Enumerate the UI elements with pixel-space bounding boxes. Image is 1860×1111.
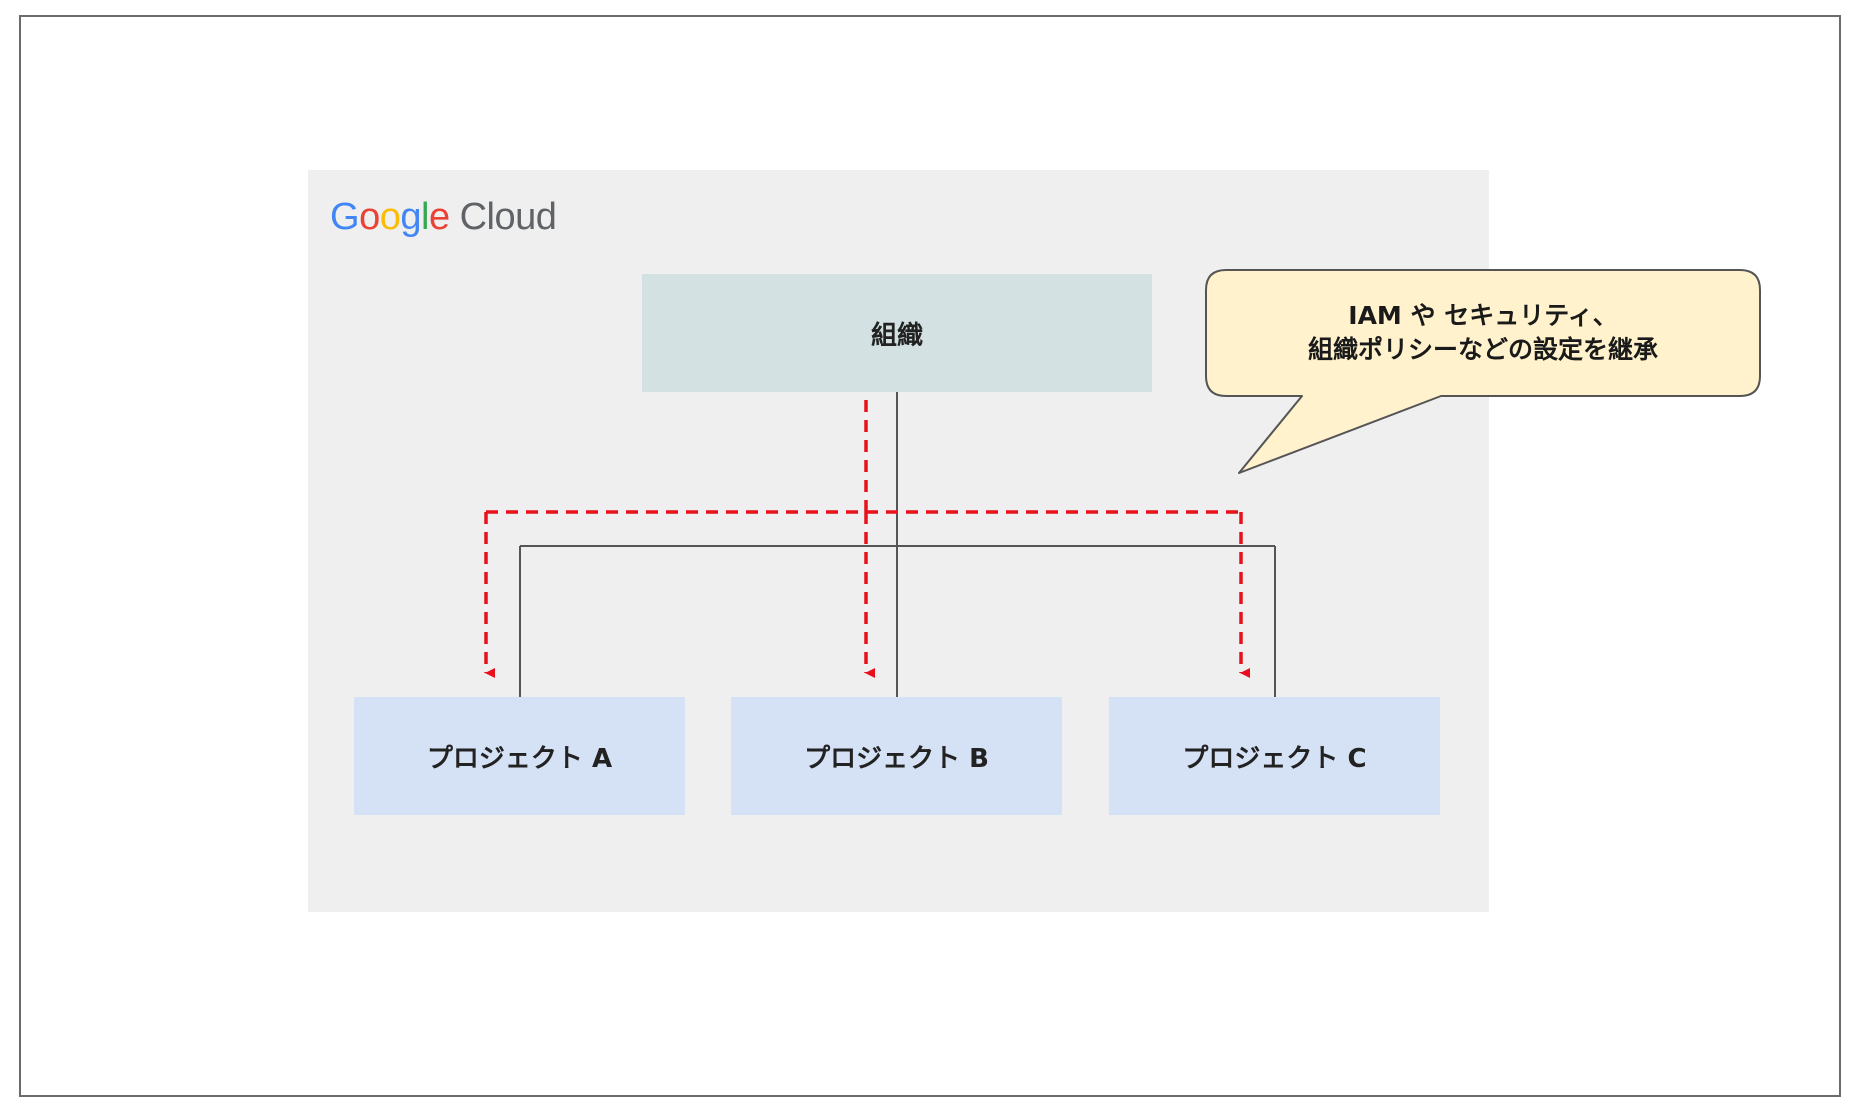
organization-label: 組織 <box>870 320 923 351</box>
project-a-label: プロジェクト A <box>426 743 613 774</box>
logo-letter: o <box>379 195 401 238</box>
project-b-node: プロジェクト B <box>731 697 1062 815</box>
organization-node: 組織 <box>642 274 1152 392</box>
project-a-node: プロジェクト A <box>354 697 685 815</box>
logo-letter: o <box>359 195 380 238</box>
logo-letter: g <box>400 195 421 238</box>
logo-letter: e <box>428 195 450 238</box>
callout-line-2: 組織ポリシーなどの設定を継承 <box>1307 334 1658 364</box>
project-c-node: プロジェクト C <box>1109 697 1440 815</box>
logo-letter: G <box>330 195 360 238</box>
logo-cloud-text: Cloud <box>459 195 557 238</box>
logo-letter: l <box>420 195 429 238</box>
project-c-label: プロジェクト C <box>1182 743 1367 774</box>
callout-line-1: IAM や セキュリティ、 <box>1348 300 1618 330</box>
project-b-label: プロジェクト B <box>804 743 989 774</box>
callout-text: IAM や セキュリティ、 組織ポリシーなどの設定を継承 <box>1206 270 1760 395</box>
